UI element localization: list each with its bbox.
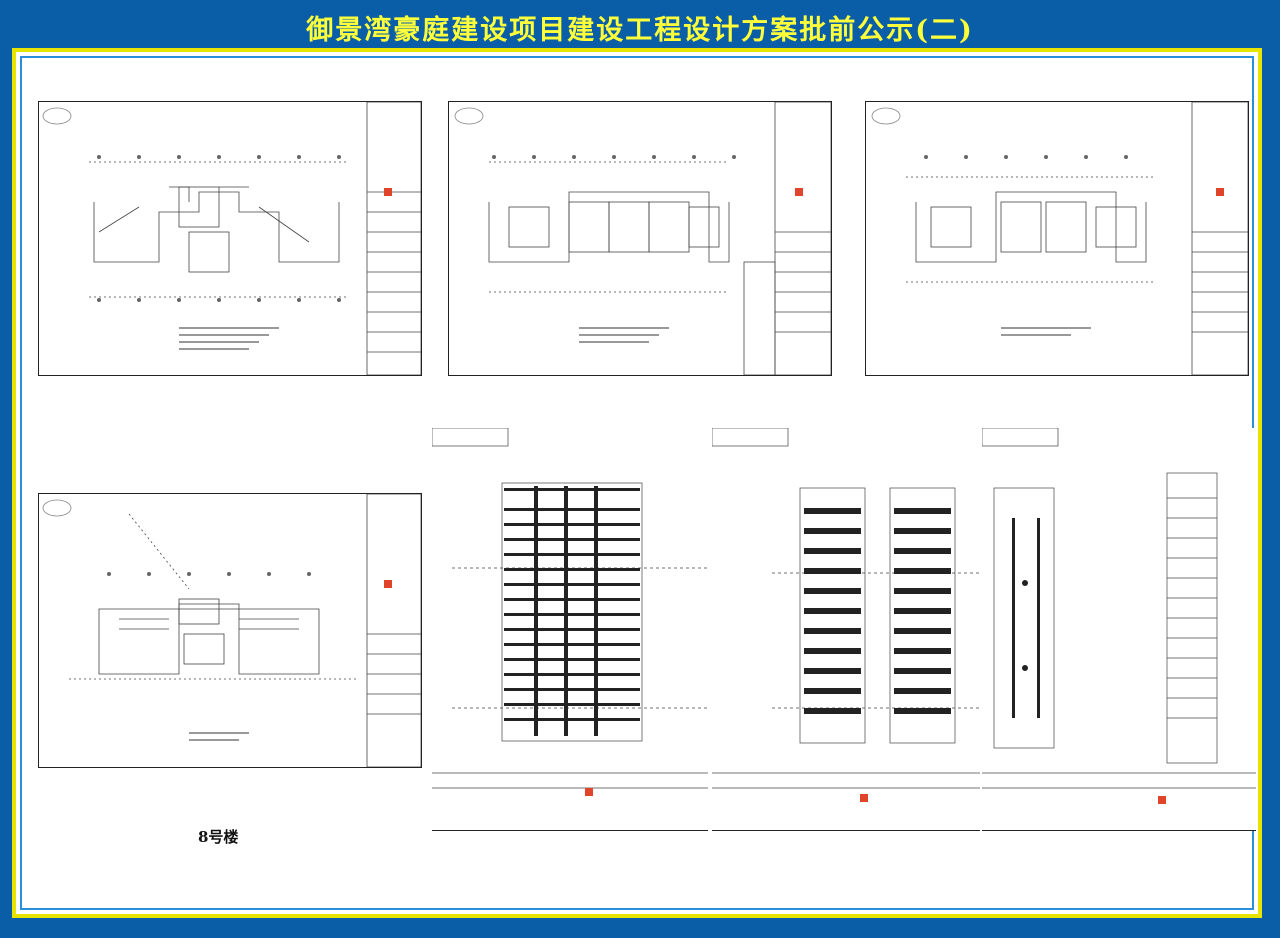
floor-plan-drawing-4 (42, 494, 421, 767)
floor-plan-drawing-2 (454, 102, 831, 375)
floor-plan-sheet-2 (448, 101, 832, 376)
floor-plan-drawing-1 (42, 102, 421, 375)
page-title: 御景湾豪庭建设项目建设工程设计方案批前公示(二) (306, 15, 974, 46)
section-sheet-3 (982, 428, 1256, 831)
elevation-sheet-2 (712, 428, 980, 831)
section-drawing-3 (982, 428, 1256, 804)
floor-plan-sheet-4 (38, 493, 422, 768)
elevation-drawing-1 (432, 428, 708, 796)
floor-plan-sheet-3 (865, 101, 1249, 376)
elevation-sheet-1 (432, 428, 708, 831)
floor-plan-sheet-1 (38, 101, 422, 376)
floor-plan-drawing-3 (871, 102, 1248, 375)
elevation-drawing-2 (712, 428, 980, 802)
building-number-label: 8号楼 (198, 828, 239, 846)
